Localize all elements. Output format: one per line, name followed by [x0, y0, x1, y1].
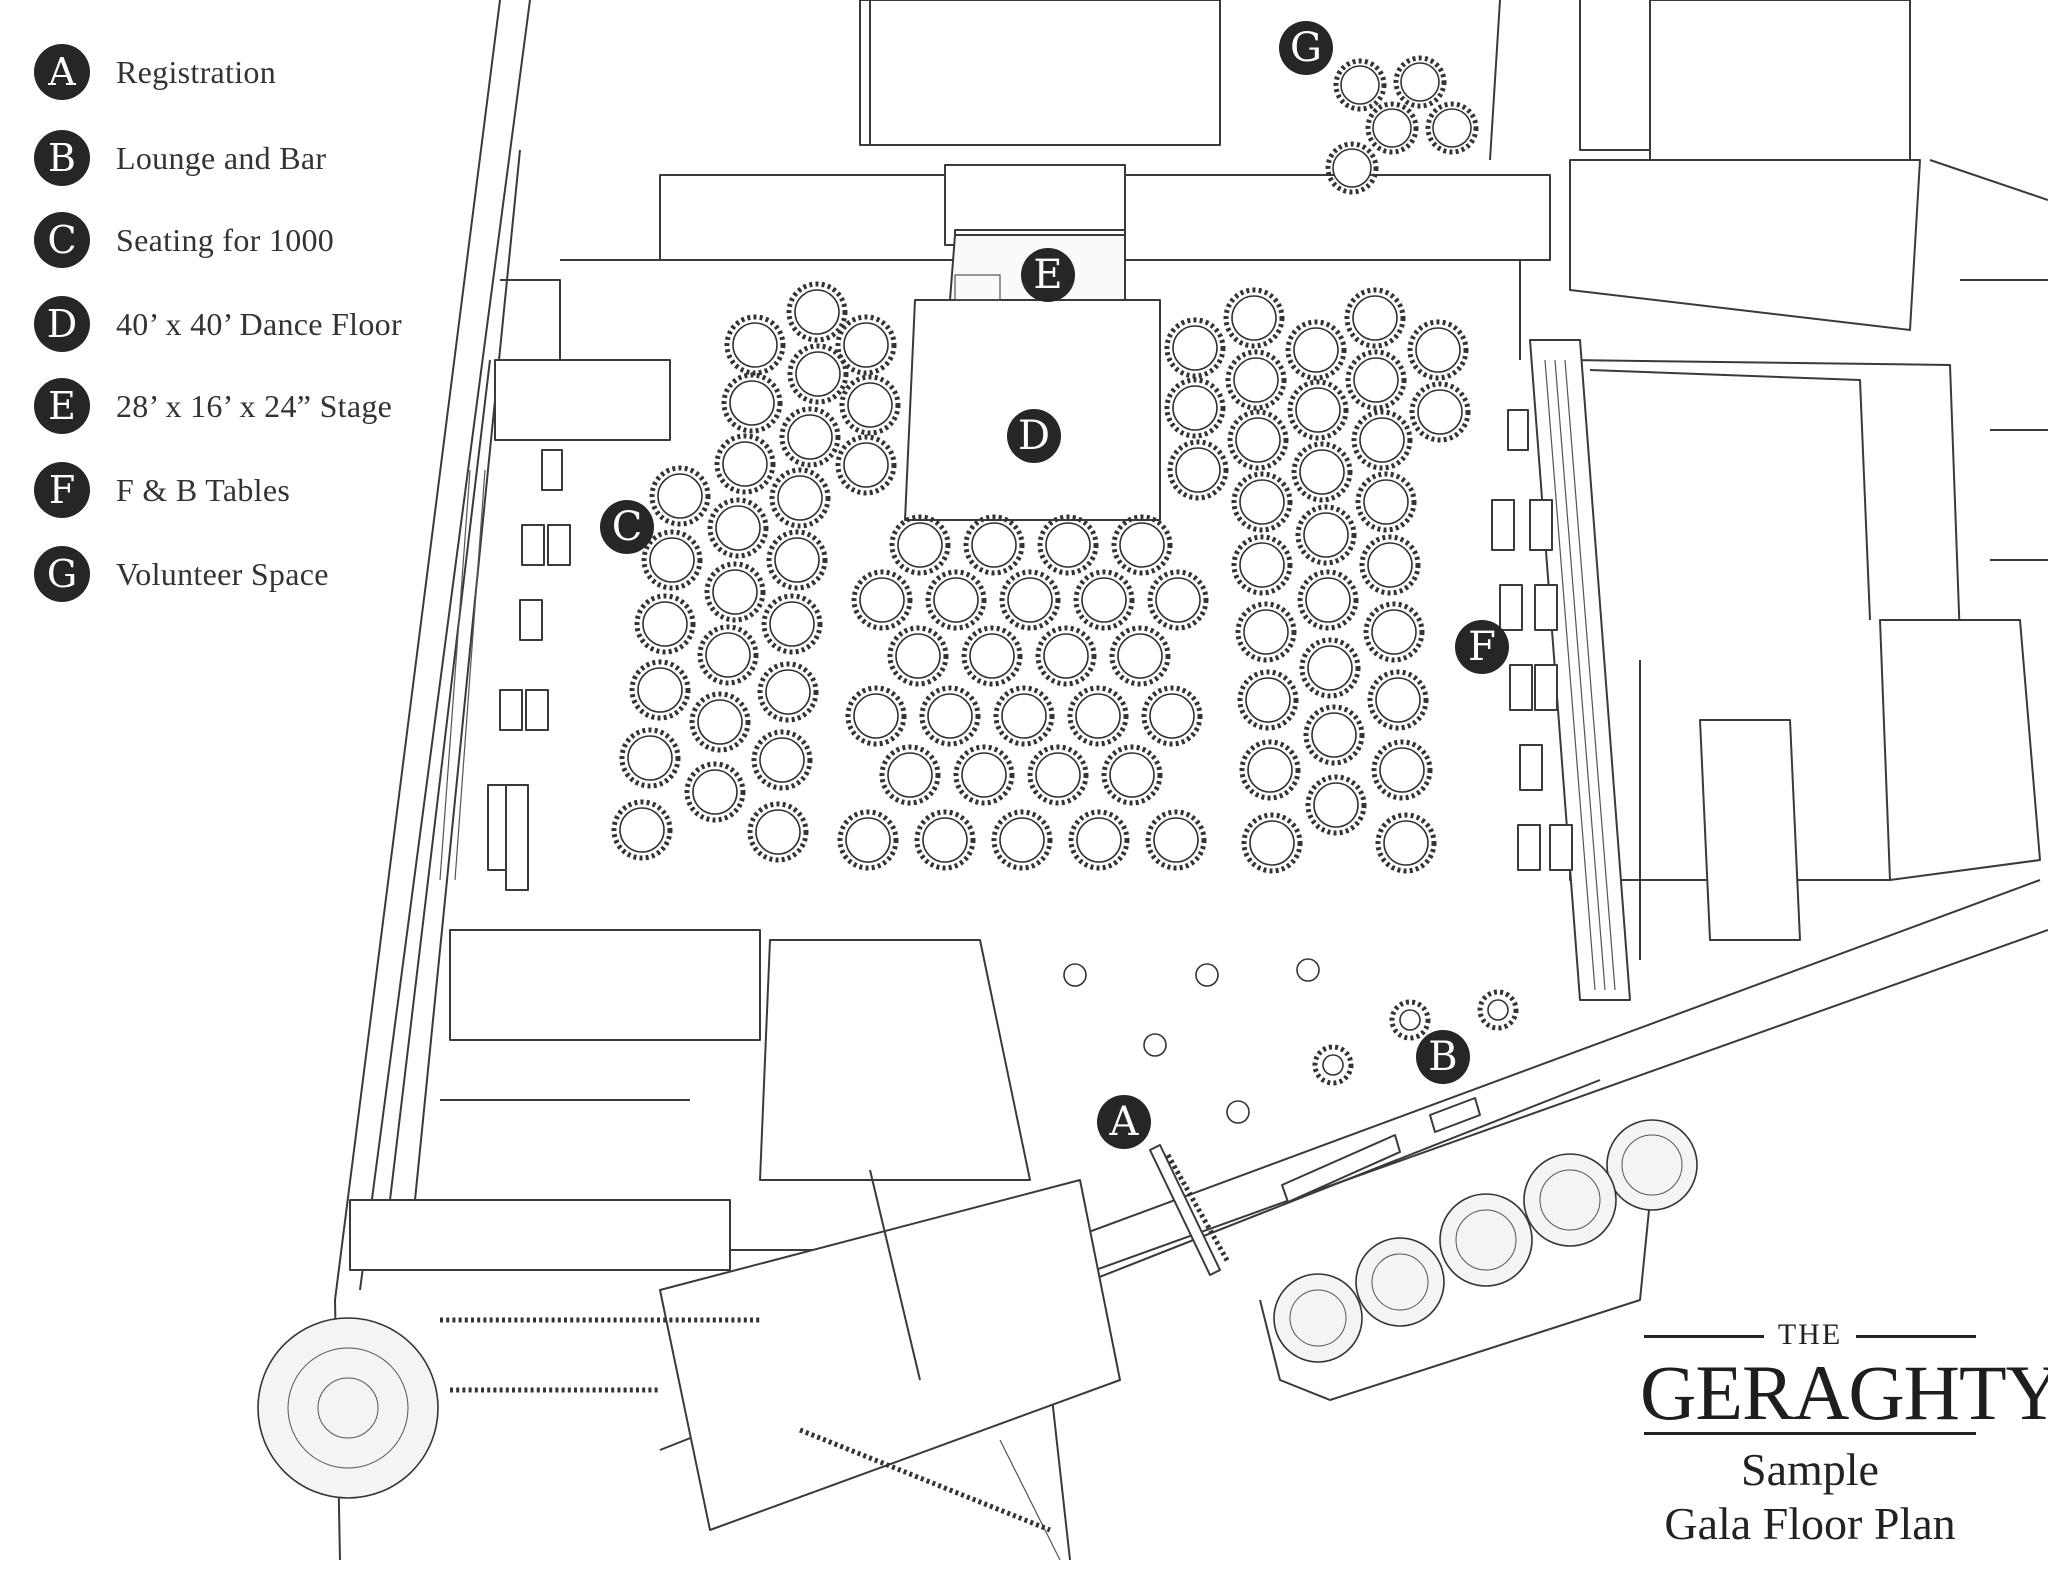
legend-item-volunteer: G Volunteer Space	[34, 546, 454, 602]
legend-label: Registration	[116, 54, 277, 90]
map-marker-b: B	[1416, 1030, 1470, 1084]
marker-label: C	[612, 504, 643, 550]
legend-item-registration: A Registration	[34, 44, 454, 100]
legend-label: Volunteer Space	[116, 556, 329, 592]
caption-title-line1: Sample	[1741, 1444, 1879, 1495]
legend-label: Seating for 1000	[116, 222, 335, 258]
f-and-b-screen	[1529, 339, 1631, 1001]
registration-table	[1149, 1144, 1231, 1276]
legend-badge: B	[34, 130, 90, 186]
brand-logo: GERAGHTY®	[1640, 1352, 2048, 1432]
map-marker-d: D	[1007, 409, 1061, 463]
marker-label: F	[1468, 624, 1496, 670]
west-side-tables	[487, 449, 571, 891]
legend-item-fb-tables: F F & B Tables	[34, 462, 454, 518]
marker-label: D	[1018, 413, 1050, 459]
trees	[257, 1119, 1698, 1533]
legend-label: Lounge and Bar	[116, 140, 327, 176]
f-and-b-tables	[1491, 409, 1573, 871]
marker-label: B	[1428, 1034, 1457, 1080]
map-marker-e: E	[1021, 248, 1075, 302]
map-marker-c: C	[600, 500, 654, 554]
map-marker-g: G	[1279, 21, 1333, 75]
marker-label: G	[1290, 25, 1322, 71]
lounge-seating	[1063, 958, 1519, 1203]
map-marker-f: F	[1455, 620, 1509, 674]
brand-rule-right	[1856, 1335, 1976, 1338]
legend-badge: E	[34, 378, 90, 434]
legend-badge: F	[34, 462, 90, 518]
legend-badge: C	[34, 212, 90, 268]
map-marker-a: A	[1097, 1095, 1151, 1149]
tables-left	[611, 281, 901, 863]
tables-right	[1164, 287, 1471, 874]
brand-the-row: THE	[1640, 1318, 1980, 1352]
caption-title-line2: Gala Floor Plan	[1664, 1498, 1956, 1549]
legend-item-dance-floor: D 40’ x 40’ Dance Floor	[34, 296, 454, 352]
brand-underline	[1644, 1432, 1976, 1435]
north-rooms	[659, 0, 1921, 331]
east-rooms	[1569, 159, 2048, 960]
west-rooms	[349, 279, 1121, 1531]
legend-label: 40’ x 40’ Dance Floor	[116, 306, 402, 342]
legend-item-seating: C Seating for 1000	[34, 212, 454, 268]
brand-rule-left	[1644, 1335, 1764, 1338]
legend-item-stage: E 28’ x 16’ x 24” Stage	[34, 378, 454, 434]
brand-name: GERAGHTY	[1640, 1349, 2048, 1436]
legend-label: 28’ x 16’ x 24” Stage	[116, 388, 393, 424]
legend-badge: G	[34, 546, 90, 602]
legend-label: F & B Tables	[116, 472, 291, 508]
brand-the: THE	[1777, 1318, 1843, 1351]
tables-center	[837, 514, 1209, 871]
legend-badge: A	[34, 44, 90, 100]
volunteer-tables	[1325, 55, 1479, 195]
marker-label: E	[1033, 252, 1062, 298]
marker-label: A	[1109, 1099, 1140, 1145]
brand-block: THE GERAGHTY® Sample Gala Floor Plan	[1640, 1318, 2048, 1551]
legend-item-lounge: B Lounge and Bar	[34, 130, 454, 186]
legend-badge: D	[34, 296, 90, 352]
